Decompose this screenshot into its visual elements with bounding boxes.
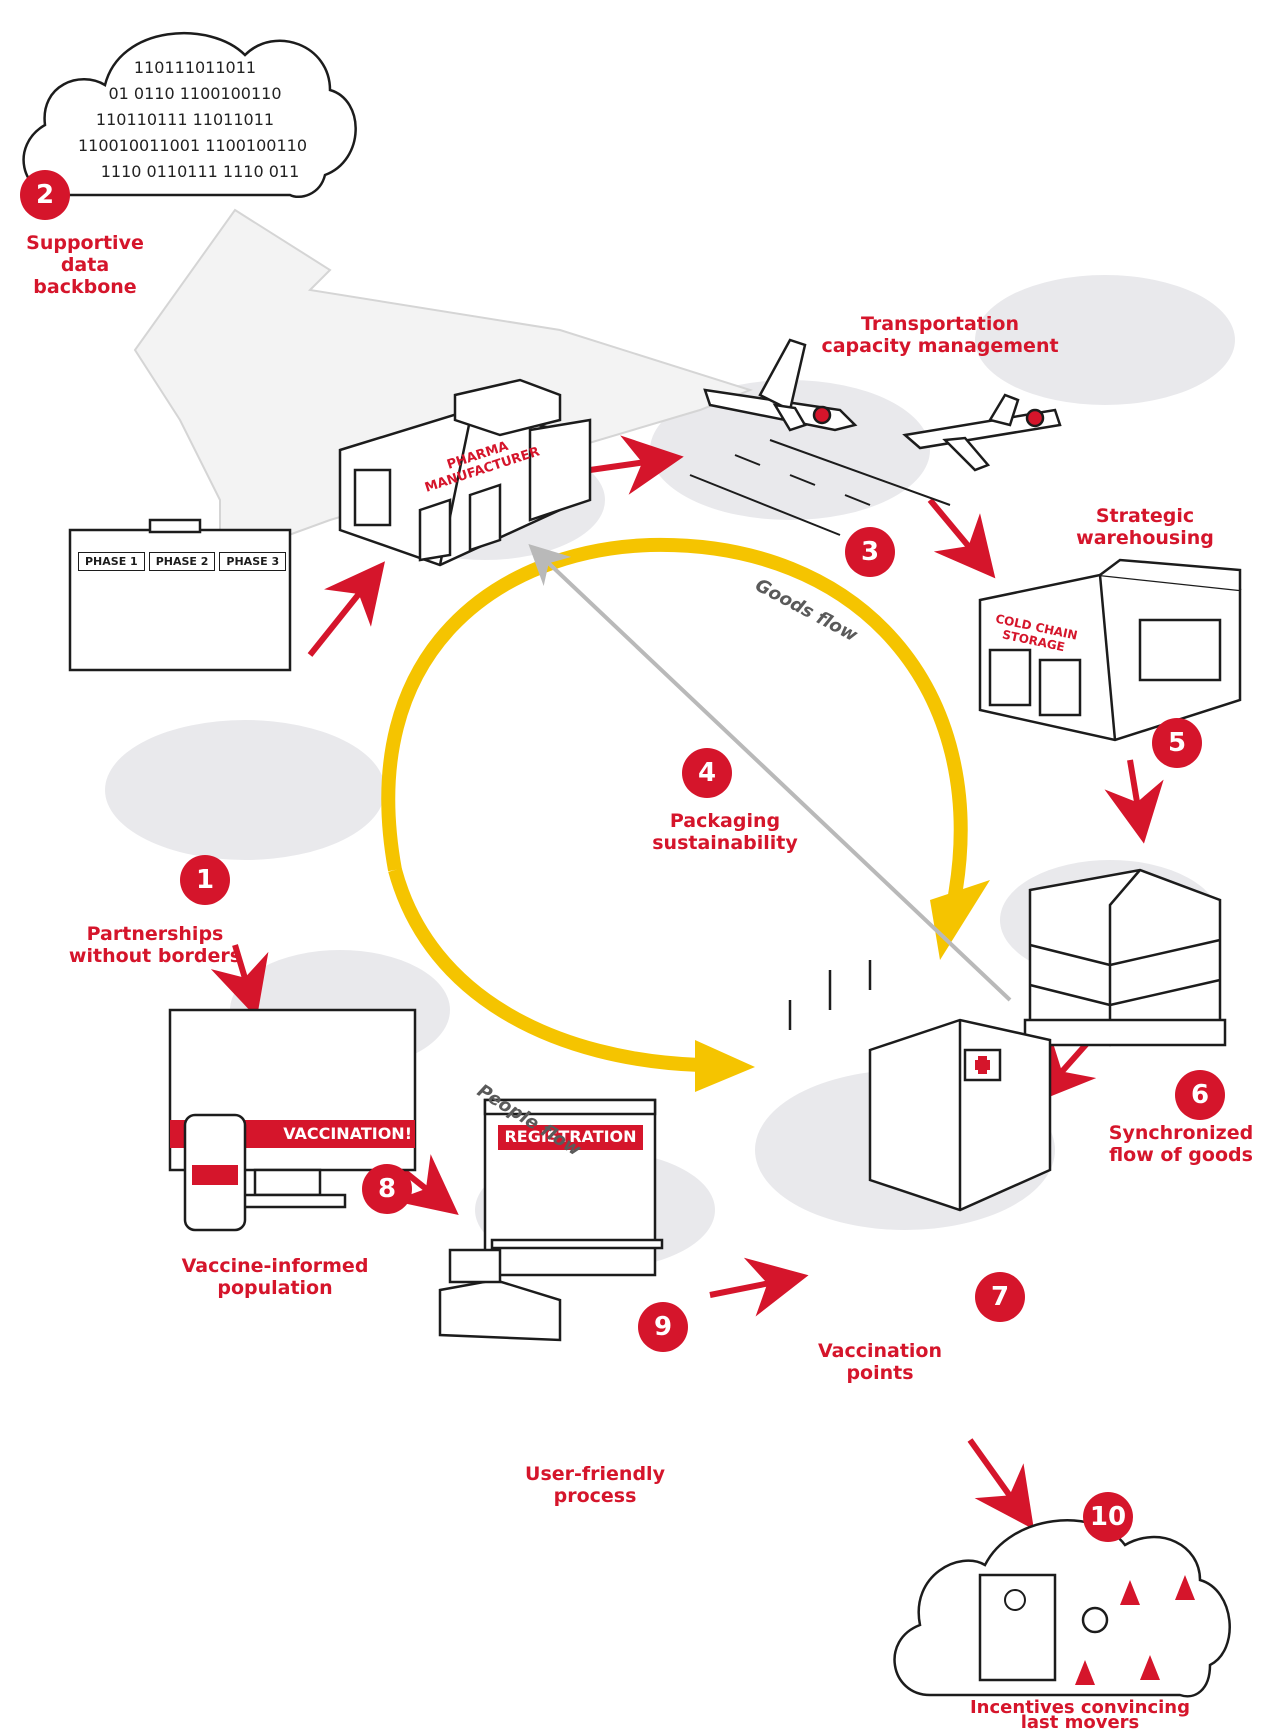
return-arrow [528, 543, 1012, 1002]
step-label-6: Synchronized flow of goods [1100, 1122, 1262, 1166]
step-label-line: backbone [33, 276, 137, 298]
tv-banner: VACCINATION! [283, 1124, 412, 1143]
binary-line: 110110111 11011011 [95, 110, 275, 129]
step-label-10: Incentives convincing last movers [955, 1697, 1205, 1733]
step-label-3: Transportation capacity management [810, 313, 1070, 357]
step-label-line: Partnerships [86, 923, 224, 945]
phase-row: PHASE 1 PHASE 2 PHASE 3 [78, 552, 288, 571]
step-label-line: User-friendly [525, 1463, 665, 1485]
whiteboard-icon [68, 518, 292, 672]
step-label-line: flow of goods [1109, 1144, 1253, 1166]
airplane-icon [703, 338, 1062, 472]
step-label-7: Vaccination points [800, 1340, 960, 1384]
step-label-line: capacity management [821, 335, 1059, 357]
registration-laptop-icon [438, 1098, 664, 1342]
step-label-line: without borders [68, 945, 242, 967]
binary-line: 110010011001 1100100110 [77, 136, 308, 155]
data-cloud-icon [22, 31, 357, 199]
step-label-line: Supportive [26, 232, 144, 254]
step-number-9: 9 [638, 1302, 688, 1352]
step-number-8: 8 [362, 1164, 412, 1214]
step-label-8: Vaccine-informed population [165, 1255, 385, 1299]
step-label-line: points [846, 1362, 914, 1384]
vaccination-point-icon [788, 960, 1052, 1212]
step-number-2: 2 [20, 170, 70, 220]
step-label-1: Partnerships without borders [35, 923, 275, 967]
cold-storage-building-icon [978, 558, 1242, 742]
phase-chip: PHASE 3 [219, 552, 287, 571]
phase-chip: PHASE 1 [78, 552, 145, 571]
pharma-building-icon [338, 378, 592, 567]
step-label-line: Packaging [669, 810, 781, 832]
step-arrows [210, 435, 1164, 1530]
step-label-line: Strategic [1095, 505, 1195, 527]
step-label-line: process [553, 1485, 637, 1507]
step-number-10: 10 [1083, 1492, 1133, 1542]
step-label-line: Vaccine-informed [181, 1255, 369, 1277]
step-label-9: User-friendly process [510, 1463, 680, 1507]
step-label-line: warehousing [1076, 527, 1214, 549]
incentives-cloud-icon [893, 1519, 1231, 1698]
step-label-line: Transportation [860, 313, 1019, 335]
step-number-6: 6 [1175, 1070, 1225, 1120]
step-number-4: 4 [682, 748, 732, 798]
people-flow-arrow [388, 868, 755, 1092]
phone-icon [183, 1113, 247, 1232]
step-label-line: last movers [1020, 1712, 1140, 1733]
step-label-line: Vaccination [817, 1340, 943, 1362]
step-number-5: 5 [1152, 718, 1202, 768]
binary-line: 110111011011 [133, 58, 257, 77]
step-label-4: Packaging sustainability [640, 810, 810, 854]
step-label-5: Strategic warehousing [1055, 505, 1235, 549]
phase-chip: PHASE 2 [148, 552, 216, 571]
binary-line: 1110 0110111 1110 011 [100, 162, 300, 181]
step-number-7: 7 [975, 1272, 1025, 1322]
laptop-banner: REGISTRATION [504, 1127, 637, 1146]
step-label-line: sustainability [652, 832, 798, 854]
runway-icon [689, 439, 951, 536]
step-label-line: data [60, 254, 110, 276]
step-label-line: population [217, 1277, 333, 1299]
step-label-line: Synchronized [1108, 1122, 1254, 1144]
pallet-boxes-icon [1023, 868, 1227, 1047]
step-number-3: 3 [845, 527, 895, 577]
step-label-line: Incentives convincing [969, 1697, 1190, 1718]
step-label-2: Supportive data backbone [10, 232, 160, 298]
binary-line: 01 0110 1100100110 [108, 84, 282, 103]
step-number-1: 1 [180, 855, 230, 905]
